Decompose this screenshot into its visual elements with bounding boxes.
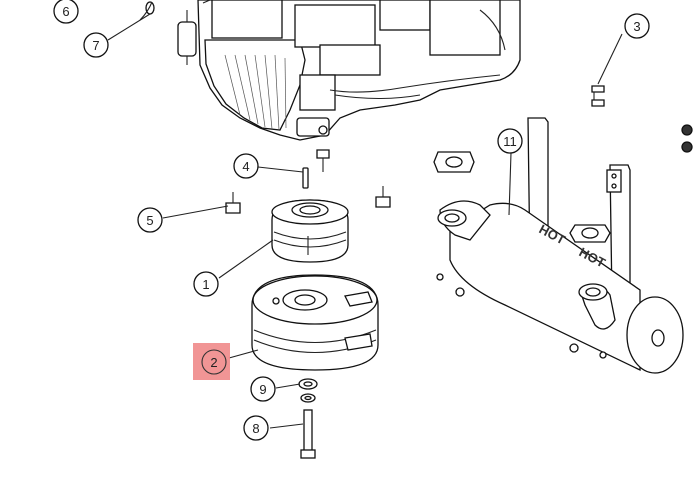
electric-clutch-part [251, 274, 379, 371]
callout-1-label: 1 [202, 277, 209, 292]
leader-lines [107, 0, 623, 429]
callout-7[interactable]: 7 [83, 32, 109, 58]
callout-5-label: 5 [146, 213, 153, 228]
callout-4[interactable]: 4 [233, 153, 259, 179]
callout-8[interactable]: 8 [243, 415, 269, 441]
callout-3-label: 3 [633, 19, 640, 34]
bolts-3 [591, 85, 605, 107]
muffler-assembly: HOT HOT [433, 117, 693, 374]
callout-6-label: 6 [62, 4, 69, 19]
callout-3[interactable]: 3 [624, 13, 650, 39]
callout-2-label: 2 [210, 355, 217, 370]
callout-6[interactable]: 6 [53, 0, 79, 24]
callout-2[interactable]: 2 [201, 349, 227, 375]
bolt-5-part [225, 192, 241, 214]
callout-4-label: 4 [242, 159, 249, 174]
callout-11-label: 11 [503, 134, 517, 149]
callout-1[interactable]: 1 [193, 271, 219, 297]
callout-9-label: 9 [259, 382, 266, 397]
engine-bolt [316, 149, 330, 172]
clutch-bolt-part [300, 409, 316, 459]
pulley-part [271, 199, 349, 263]
callout-7-label: 7 [92, 38, 99, 53]
callout-9[interactable]: 9 [250, 376, 276, 402]
callout-5[interactable]: 5 [137, 207, 163, 233]
washers-part [298, 378, 318, 403]
side-bolt [375, 186, 391, 208]
callout-8-label: 8 [252, 421, 259, 436]
engine-assembly [139, 0, 521, 141]
callout-11[interactable]: 11 [497, 128, 523, 154]
key-part [302, 167, 309, 189]
